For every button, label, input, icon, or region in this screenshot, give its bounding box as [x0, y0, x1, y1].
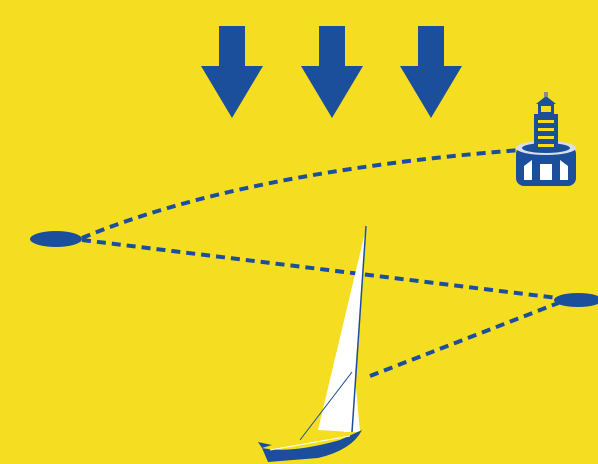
buoy-mark-icon — [30, 231, 82, 247]
wind-arrows — [201, 26, 462, 118]
